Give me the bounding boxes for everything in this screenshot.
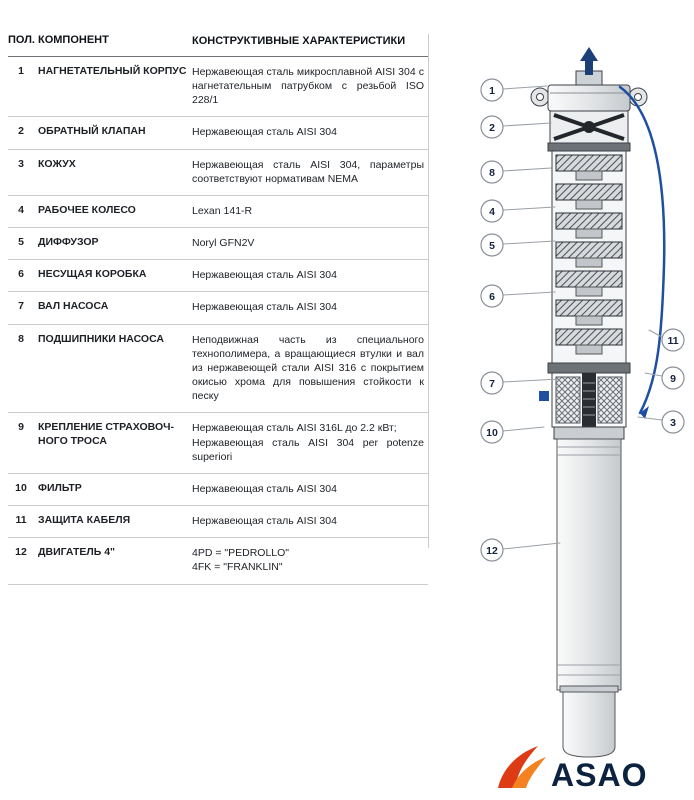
table-row: 8 ПОДШИПНИКИ НАСОСА Неподвижная часть из… — [8, 325, 428, 414]
row-component: ПОДШИПНИКИ НАСОСА — [38, 332, 164, 345]
callout-4: 4 — [480, 199, 556, 223]
discharge-head — [530, 47, 648, 112]
motor-body — [553, 426, 625, 758]
table-row: 7 ВАЛ НАСОСА Нержавеющая сталь AISI 304 — [8, 292, 428, 325]
callout-5: 5 — [480, 233, 556, 257]
header-pos: ПОЛ. — [8, 34, 35, 46]
callout-12: 12 — [480, 538, 561, 562]
column-divider — [428, 34, 429, 548]
callout-1: 1 — [480, 78, 548, 102]
stage-stack — [547, 142, 631, 374]
table-row: 5 ДИФФУЗОР Noryl GFN2V — [8, 228, 428, 261]
row-component: РАБОЧЕЕ КОЛЕСО — [38, 203, 136, 216]
row-component: ВАЛ НАСОСА — [38, 300, 109, 313]
table-header-row: ПОЛ. КОМПОНЕНТ КОНСТРУКТИВНЫЕ ХАРАКТЕРИС… — [8, 30, 428, 57]
brand-logo: ASAO — [494, 744, 648, 793]
row-pos: 9 — [18, 421, 24, 434]
flow-arrow-icon — [580, 47, 598, 75]
row-pos: 6 — [18, 268, 24, 281]
svg-text:12: 12 — [486, 545, 498, 557]
svg-text:7: 7 — [489, 378, 495, 390]
row-pos: 4 — [18, 203, 24, 216]
row-characteristics: Noryl GFN2V — [192, 237, 255, 250]
row-pos: 5 — [18, 236, 24, 249]
callout-11: 11 — [648, 328, 685, 352]
row-component: КРЕПЛЕНИЕ СТРАХОВОЧ- НОГО ТРОСА — [38, 421, 175, 447]
callout-2: 2 — [480, 115, 552, 139]
svg-text:10: 10 — [486, 427, 498, 439]
motor-end-cap — [562, 691, 616, 758]
header-component: КОМПОНЕНТ — [38, 34, 109, 46]
row-pos: 3 — [18, 157, 24, 170]
row-component: НАГНЕТАТЕЛЬНЫЙ КОРПУС — [38, 64, 187, 77]
svg-text:8: 8 — [489, 167, 495, 179]
suction-filter — [539, 372, 627, 428]
header-characteristics: КОНСТРУКТИВНЫЕ ХАРАКТЕРИСТИКИ — [192, 35, 406, 47]
table-row: 9 КРЕПЛЕНИЕ СТРАХОВОЧ- НОГО ТРОСА Нержав… — [8, 413, 428, 474]
row-component: ФИЛЬТР — [38, 481, 82, 494]
svg-text:1: 1 — [489, 85, 495, 97]
cable-clamp — [539, 391, 549, 401]
row-characteristics: Нержавеющая сталь AISI 304 — [192, 515, 337, 528]
pump-diagram-svg: 1 2 8 4 — [480, 47, 685, 758]
table-row: 2 ОБРАТНЫЙ КЛАПАН Нержавеющая сталь AISI… — [8, 117, 428, 150]
row-characteristics: Нержавеющая сталь AISI 316L до 2.2 кВт; … — [192, 422, 424, 463]
svg-text:4: 4 — [489, 206, 495, 218]
row-characteristics: Нержавеющая сталь AISI 304 — [192, 126, 337, 139]
callout-7: 7 — [480, 371, 561, 395]
row-pos: 12 — [15, 546, 27, 559]
table-row: 3 КОЖУХ Нержавеющая сталь AISI 304, пара… — [8, 150, 428, 196]
table-row: 11 ЗАЩИТА КАБЕЛЯ Нержавеющая сталь AISI … — [8, 506, 428, 539]
row-characteristics: Нержавеющая сталь AISI 304 — [192, 482, 337, 495]
pump-drawing — [530, 47, 666, 758]
brand-name: ASAO — [551, 756, 648, 793]
svg-text:2: 2 — [489, 122, 495, 134]
svg-text:3: 3 — [670, 417, 676, 429]
row-component: НЕСУЩАЯ КОРОБКА — [38, 268, 147, 281]
svg-text:9: 9 — [670, 373, 676, 385]
callout-3: 3 — [637, 410, 685, 434]
row-characteristics: 4PD = "PEDROLLO" 4FK = "FRANKLIN" — [192, 547, 290, 574]
row-component: ОБРАТНЫЙ КЛАПАН — [38, 125, 146, 138]
row-component: КОЖУХ — [38, 157, 76, 170]
svg-text:11: 11 — [667, 335, 678, 347]
callouts: 1 2 8 4 — [480, 78, 685, 562]
row-characteristics: Lexan 141-R — [192, 204, 253, 217]
table-row: 4 РАБОЧЕЕ КОЛЕСО Lexan 141-R — [8, 196, 428, 229]
row-component: ДВИГАТЕЛЬ 4" — [38, 546, 116, 559]
components-table: ПОЛ. КОМПОНЕНТ КОНСТРУКТИВНЫЕ ХАРАКТЕРИС… — [8, 30, 428, 585]
row-pos: 11 — [15, 514, 27, 527]
row-characteristics: Неподвижная часть из специального техноп… — [192, 333, 424, 403]
row-pos: 1 — [18, 64, 24, 77]
row-pos: 8 — [18, 332, 24, 345]
callout-8: 8 — [480, 160, 552, 184]
callout-10: 10 — [480, 420, 545, 444]
row-characteristics: Нержавеющая сталь AISI 304 — [192, 269, 337, 282]
pump-diagram: 1 2 8 4 — [430, 35, 694, 770]
row-characteristics: Нержавеющая сталь микросплавной AISI 304… — [192, 65, 424, 107]
row-component: ДИФФУЗОР — [38, 236, 99, 249]
svg-text:5: 5 — [489, 240, 495, 252]
row-pos: 7 — [18, 300, 24, 313]
row-characteristics: Нержавеющая сталь AISI 304, параметры со… — [192, 158, 424, 185]
brand-swoosh-icon — [498, 746, 546, 788]
table-row: 12 ДВИГАТЕЛЬ 4" 4PD = "PEDROLLO" 4FK = "… — [8, 538, 428, 585]
row-pos: 10 — [15, 481, 27, 494]
row-pos: 2 — [18, 125, 24, 138]
table-row: 1 НАГНЕТАТЕЛЬНЫЙ КОРПУС Нержавеющая стал… — [8, 57, 428, 118]
table-row: 10 ФИЛЬТР Нержавеющая сталь AISI 304 — [8, 474, 428, 507]
row-component: ЗАЩИТА КАБЕЛЯ — [38, 514, 131, 527]
pump-shaft — [582, 373, 596, 427]
callout-6: 6 — [480, 284, 556, 308]
table-row: 6 НЕСУЩАЯ КОРОБКА Нержавеющая сталь AISI… — [8, 260, 428, 293]
check-valve — [549, 110, 629, 144]
svg-text:6: 6 — [489, 291, 495, 303]
callout-9: 9 — [644, 366, 685, 390]
row-characteristics: Нержавеющая сталь AISI 304 — [192, 301, 337, 314]
